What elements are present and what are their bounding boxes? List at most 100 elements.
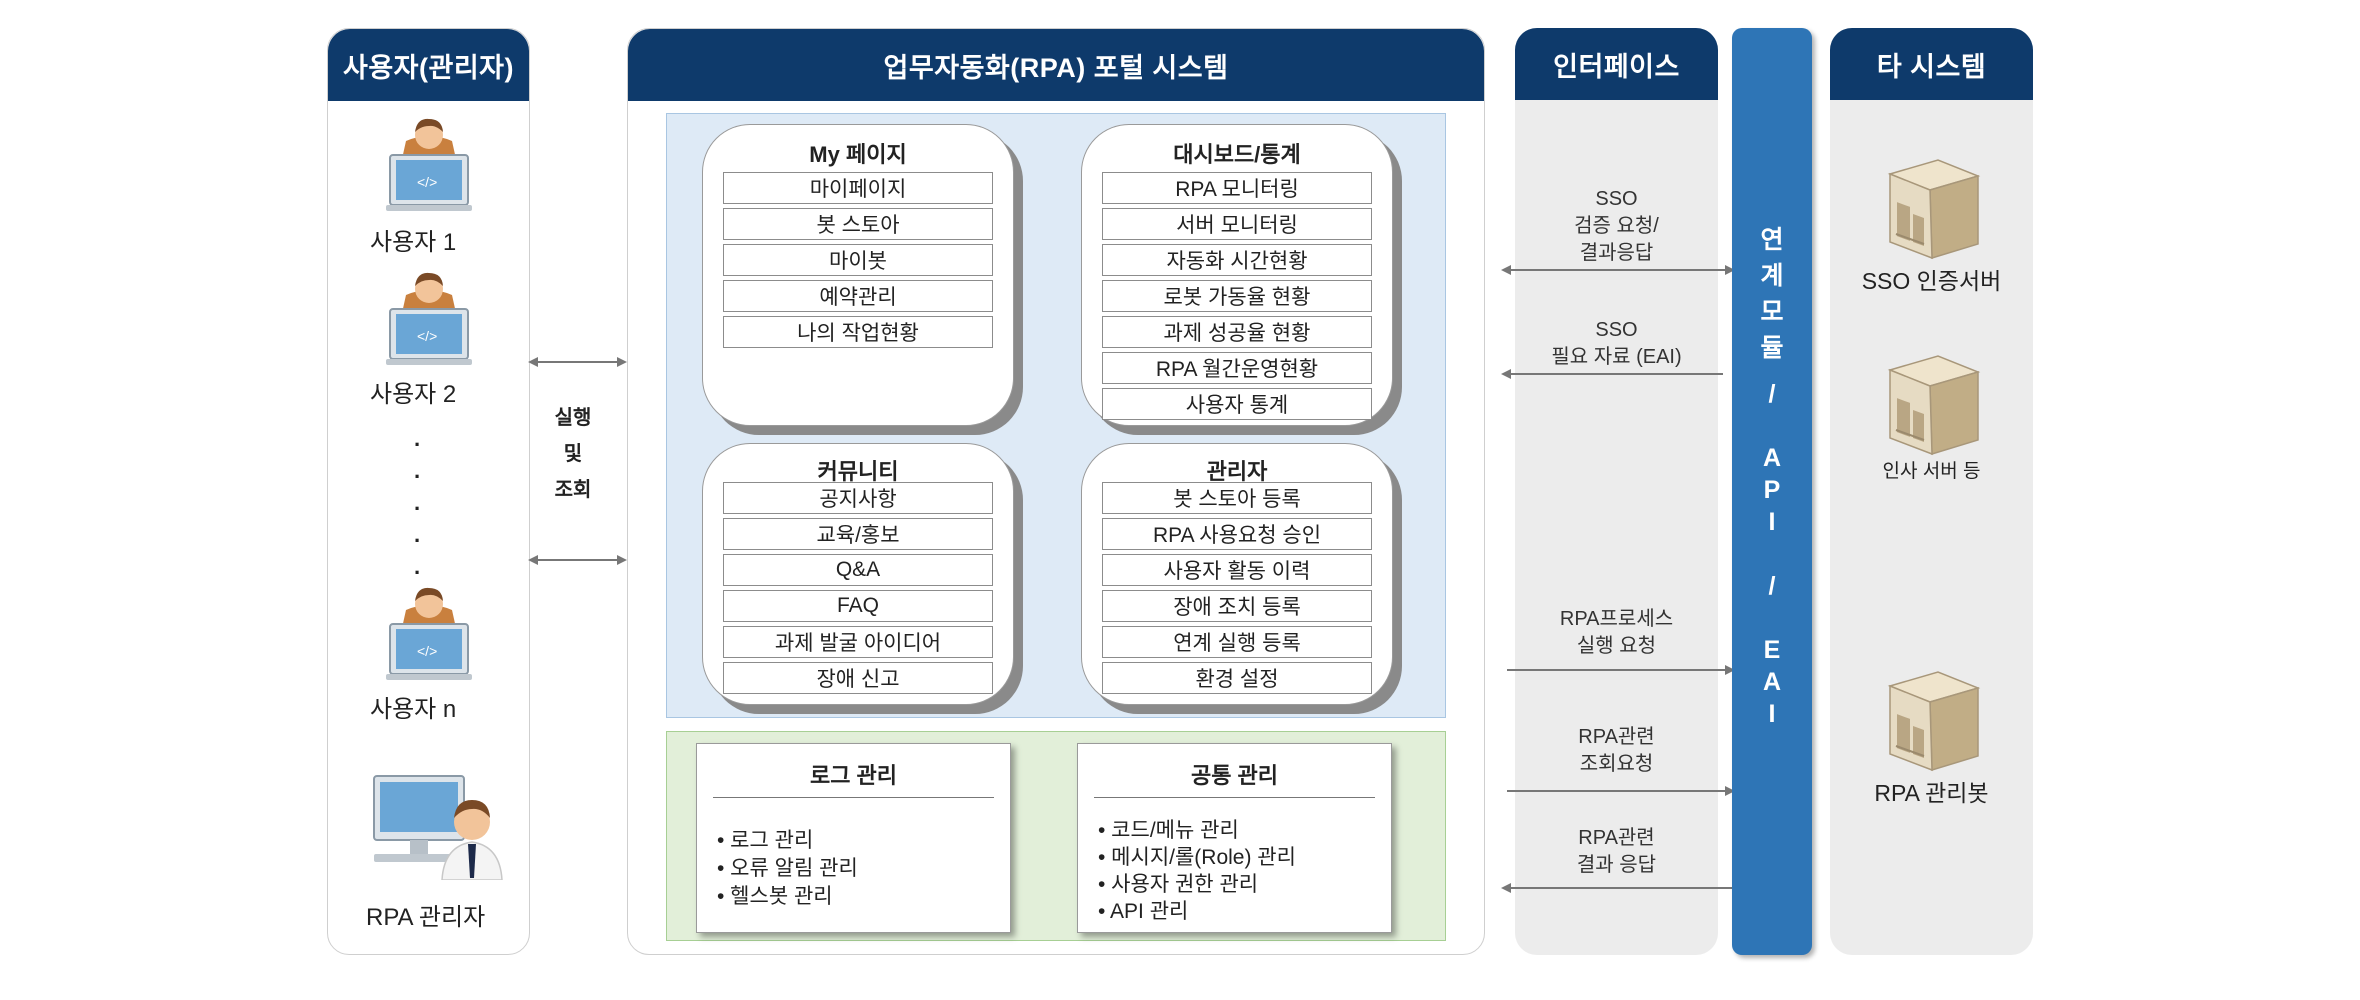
admin-item[interactable]: 사용자 활동 이력 — [1102, 554, 1372, 586]
flow-line: 실행 요청 — [1576, 635, 1657, 657]
rpa-admin-icon — [373, 775, 503, 880]
user-1-icon — [385, 117, 473, 212]
dashboard-item[interactable]: 로봇 가동율 현황 — [1102, 280, 1372, 312]
dashboard-item[interactable]: RPA 월간운영현황 — [1102, 352, 1372, 384]
community-item[interactable]: 교육/홍보 — [723, 518, 993, 550]
common-management-item: • 메시지/롤(Role) 관리 — [1098, 846, 1296, 869]
mypage-item[interactable]: 나의 작업현황 — [723, 316, 993, 348]
other-systems-column-header: 타 시스템 — [1830, 28, 2033, 100]
hr-server-icon — [1889, 355, 1979, 455]
common-management-title: 공통 관리 — [1190, 763, 1279, 788]
dashboard-item[interactable]: 자동화 시간현황 — [1102, 244, 1372, 276]
community-item[interactable]: Q&A — [723, 554, 993, 586]
user-1-label: 사용자 1 — [370, 229, 457, 256]
hr-server-label: 인사 서버 등 — [1882, 461, 1981, 482]
flow-line: 필요 자료 (EAI) — [1551, 346, 1682, 368]
exec-query-line: 및 — [563, 443, 583, 465]
dashboard-item[interactable]: 과제 성공율 현황 — [1102, 316, 1372, 348]
interface-flow-arrows — [1501, 265, 1735, 893]
dashboard-item[interactable]: 서버 모니터링 — [1102, 208, 1372, 240]
flow-line: 결과 응답 — [1576, 854, 1657, 876]
mypage-item[interactable]: 봇 스토아 — [723, 208, 993, 240]
ellipsis-dot: · — [414, 528, 422, 553]
admin-item[interactable]: RPA 사용요청 승인 — [1102, 518, 1372, 550]
common-management-item: • 사용자 권한 관리 — [1098, 873, 1259, 896]
admin-item[interactable]: 환경 설정 — [1102, 662, 1372, 694]
user-n-monitor-glyph: </> — [417, 643, 438, 659]
link-module-char: P — [1763, 476, 1781, 504]
admin-group: 관리자 봇 스토아 등록 RPA 사용요청 승인 사용자 활동 이력 장애 조치… — [1081, 443, 1393, 705]
log-management-item: • 오류 알림 관리 — [717, 857, 858, 880]
flow-line: RPA프로세스 — [1559, 608, 1674, 630]
link-module-bar: 연 계 모 듈 / A P I / E A I — [1732, 28, 1812, 955]
link-module-char: / — [1768, 380, 1776, 408]
community-item[interactable]: 공지사항 — [723, 482, 993, 514]
exec-query-arrows — [528, 357, 627, 565]
admin-title: 관리자 — [1206, 459, 1268, 484]
common-management-item: • 코드/메뉴 관리 — [1098, 819, 1239, 842]
ellipsis-dot: · — [414, 560, 422, 585]
admin-item[interactable]: 장애 조치 등록 — [1102, 590, 1372, 622]
link-module-char: E — [1763, 636, 1781, 664]
link-module-char: I — [1768, 508, 1776, 536]
dashboard-title: 대시보드/통계 — [1173, 142, 1301, 167]
user-1-monitor-glyph: </> — [417, 174, 438, 190]
dashboard-group: 대시보드/통계 RPA 모니터링 서버 모니터링 자동화 시간현황 로봇 가동율… — [1081, 124, 1393, 426]
flow-line: 결과응답 — [1579, 242, 1654, 264]
common-management-divider — [1094, 797, 1375, 798]
flow-sso-verify-label: SSO 검증 요청/ 결과응답 — [1515, 186, 1718, 267]
log-management-divider — [713, 797, 994, 798]
flow-rpa-exec-label: RPA프로세스 실행 요청 — [1515, 606, 1718, 660]
user-2-monitor-glyph: </> — [417, 328, 438, 344]
portal-column: 업무자동화(RPA) 포털 시스템 My 페이지 마이페이지 봇 스토아 마이봇… — [627, 28, 1485, 955]
user-2-icon — [385, 271, 473, 366]
link-module-char: / — [1768, 572, 1776, 600]
log-management-title: 로그 관리 — [809, 763, 898, 788]
flow-line: 검증 요청/ — [1574, 215, 1659, 237]
admin-item[interactable]: 연계 실행 등록 — [1102, 626, 1372, 658]
flow-line: SSO — [1595, 188, 1638, 210]
link-module-char: 듈 — [1760, 334, 1784, 362]
flow-line: 조회요청 — [1579, 753, 1654, 775]
user-n-label: 사용자 n — [370, 696, 457, 723]
other-systems-column: 타 시스템 SSO 인증서버 인사 서버 등 RPA 관리봇 — [1830, 28, 2033, 955]
common-management-item: • API 관리 — [1098, 900, 1189, 923]
flow-line: SSO — [1595, 319, 1638, 341]
mypage-title: My 페이지 — [809, 142, 907, 167]
ellipsis-dot: · — [414, 496, 422, 521]
flow-line: RPA관련 — [1578, 726, 1655, 748]
portal-column-header: 업무자동화(RPA) 포털 시스템 — [628, 29, 1484, 101]
link-module-char: A — [1762, 668, 1782, 696]
flow-rpa-result-label: RPA관련 결과 응답 — [1515, 825, 1718, 879]
log-management-item: • 로그 관리 — [717, 829, 814, 852]
interface-column-header: 인터페이스 — [1515, 28, 1718, 100]
admin-item[interactable]: 봇 스토아 등록 — [1102, 482, 1372, 514]
interface-column: 인터페이스 — [1515, 28, 1718, 955]
user-2-label: 사용자 2 — [370, 381, 457, 408]
mypage-item[interactable]: 마이페이지 — [723, 172, 993, 204]
common-management-box: 공통 관리 • 코드/메뉴 관리 • 메시지/롤(Role) 관리 • 사용자 … — [1077, 743, 1392, 933]
users-column: 사용자(관리자) </> 사용자 1 </> 사용자 2 · · · · · <… — [327, 28, 530, 955]
users-column-header: 사용자(관리자) — [328, 29, 529, 101]
mypage-item[interactable]: 마이봇 — [723, 244, 993, 276]
exec-query-line: 실행 — [554, 407, 592, 429]
link-module-char: 연 — [1760, 226, 1784, 254]
community-item[interactable]: 과제 발굴 아이디어 — [723, 626, 993, 658]
link-module-char: 모 — [1760, 298, 1784, 326]
flow-rpa-query-label: RPA관련 조회요청 — [1515, 724, 1718, 778]
flow-line: RPA관련 — [1578, 827, 1655, 849]
exec-query-line: 조회 — [554, 479, 592, 501]
ellipsis-dot: · — [414, 432, 422, 457]
mypage-group: My 페이지 마이페이지 봇 스토아 마이봇 예약관리 나의 작업현황 — [702, 124, 1014, 426]
rpa-bot-server-icon — [1889, 671, 1979, 771]
user-n-icon — [385, 586, 473, 681]
mypage-item[interactable]: 예약관리 — [723, 280, 993, 312]
flow-sso-data-label: SSO 필요 자료 (EAI) — [1515, 317, 1718, 371]
dashboard-item[interactable]: 사용자 통계 — [1102, 388, 1372, 420]
link-module-char: I — [1768, 700, 1776, 728]
log-management-box: 로그 관리 • 로그 관리 • 오류 알림 관리 • 헬스봇 관리 — [696, 743, 1011, 933]
community-item[interactable]: 장애 신고 — [723, 662, 993, 694]
dashboard-item[interactable]: RPA 모니터링 — [1102, 172, 1372, 204]
rpa-bot-server-label: RPA 관리봇 — [1874, 780, 1989, 806]
community-item[interactable]: FAQ — [723, 590, 993, 622]
